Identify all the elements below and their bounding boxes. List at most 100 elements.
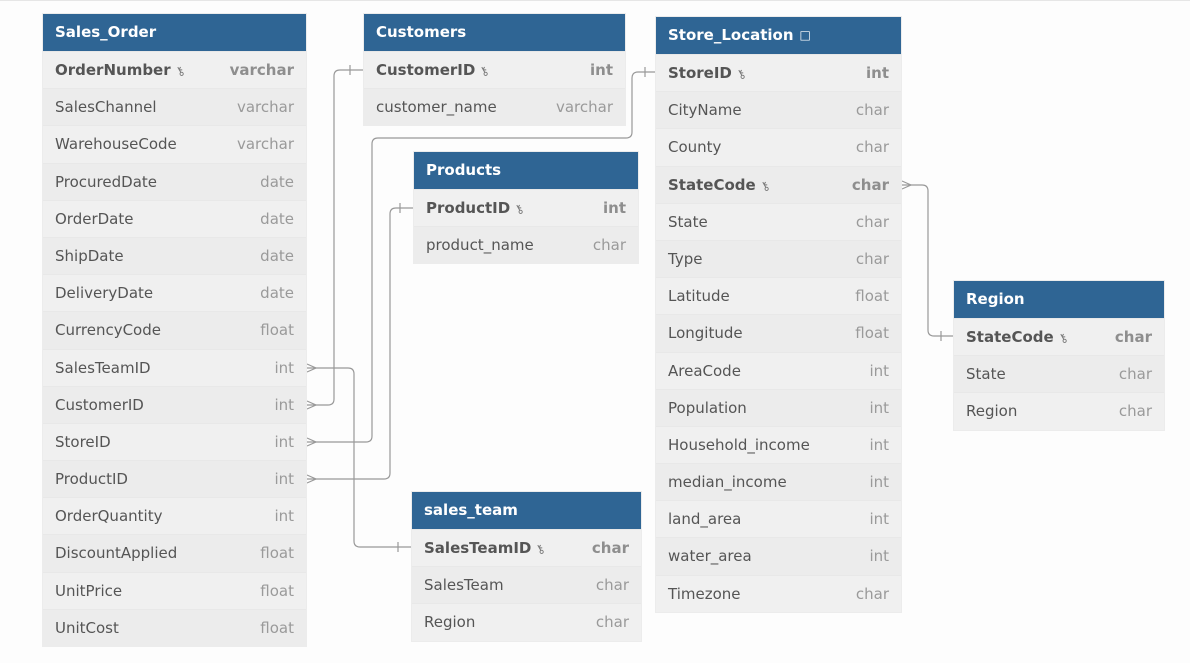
field-type: char bbox=[1118, 402, 1152, 421]
field-name: SalesTeam bbox=[424, 567, 504, 604]
field-name: product_name bbox=[426, 227, 534, 264]
table-title: Customers bbox=[376, 23, 467, 41]
field-name-text: CustomerID bbox=[376, 61, 476, 79]
field-name-text: SalesTeamID bbox=[55, 358, 151, 377]
field-type: int bbox=[869, 547, 889, 566]
key-icon: ⚷ bbox=[533, 540, 548, 558]
field-name: CustomerID bbox=[55, 387, 144, 424]
field-name: OrderNumber⚷ bbox=[55, 52, 187, 90]
table-header[interactable]: Products bbox=[414, 152, 638, 189]
field-type: char bbox=[855, 249, 889, 268]
field-name: OrderDate bbox=[55, 201, 133, 238]
crowfoot-region bbox=[901, 180, 913, 190]
table-title: Products bbox=[426, 161, 502, 179]
field-row[interactable]: UnitCost float bbox=[43, 608, 306, 647]
field-name: Population bbox=[668, 390, 747, 427]
field-name: UnitCost bbox=[55, 610, 119, 647]
field-row[interactable]: Region char bbox=[954, 392, 1164, 429]
rel-line-customer bbox=[306, 69, 364, 406]
field-name-text: StateCode bbox=[966, 328, 1054, 346]
field-row[interactable]: StoreID⚷int bbox=[656, 54, 901, 91]
field-type: char bbox=[851, 175, 889, 194]
crowfoot-product bbox=[306, 474, 318, 484]
table-header[interactable]: sales_team bbox=[412, 492, 641, 529]
field-row[interactable]: SalesTeamID int bbox=[43, 348, 306, 386]
field-row[interactable]: SalesTeamID⚷char bbox=[412, 529, 641, 566]
field-type: char bbox=[855, 138, 889, 157]
field-name-text: UnitCost bbox=[55, 618, 119, 637]
table-header[interactable]: Customers bbox=[364, 14, 625, 51]
note-icon[interactable]: □ bbox=[799, 28, 811, 42]
field-type: int bbox=[869, 435, 889, 454]
field-row[interactable]: CurrencyCode float bbox=[43, 311, 306, 349]
field-name: Latitude bbox=[668, 278, 730, 315]
field-row[interactable]: StateCode⚷char bbox=[656, 165, 901, 203]
field-name: DiscountApplied bbox=[55, 535, 177, 572]
field-row[interactable]: OrderNumber⚷varchar bbox=[43, 51, 306, 88]
field-type: int bbox=[869, 361, 889, 380]
field-name: ShipDate bbox=[55, 238, 124, 275]
key-icon: ⚷ bbox=[733, 65, 749, 83]
field-name-text: SalesTeam bbox=[424, 576, 504, 595]
field-name-text: Region bbox=[966, 402, 1018, 421]
field-type: int bbox=[274, 358, 294, 377]
field-name: Longitude bbox=[668, 315, 743, 352]
field-type: float bbox=[260, 618, 294, 637]
field-name-text: land_area bbox=[668, 510, 742, 529]
field-name-text: StoreID bbox=[668, 64, 732, 82]
field-row[interactable]: ProductID⚷int bbox=[414, 189, 638, 226]
table-header[interactable]: Sales_Order bbox=[43, 14, 306, 51]
field-type: int bbox=[274, 507, 294, 526]
field-name-text: ProcuredDate bbox=[55, 172, 157, 191]
field-type: float bbox=[260, 321, 294, 340]
field-row[interactable]: CustomerID⚷int bbox=[364, 51, 625, 88]
table-title: sales_team bbox=[424, 501, 518, 519]
field-name-text: DiscountApplied bbox=[55, 544, 178, 563]
table-header[interactable]: Region bbox=[954, 281, 1164, 318]
field-name-text: CurrencyCode bbox=[55, 321, 161, 340]
field-name: Region bbox=[424, 604, 475, 641]
key-icon: ⚷ bbox=[512, 200, 527, 218]
field-name-text: ProductID bbox=[426, 199, 511, 217]
field-row[interactable]: StateCode⚷char bbox=[954, 318, 1164, 355]
field-name: CustomerID⚷ bbox=[376, 52, 492, 90]
key-icon: ⚷ bbox=[477, 62, 492, 80]
table-header[interactable]: Store_Location□ bbox=[656, 17, 901, 54]
